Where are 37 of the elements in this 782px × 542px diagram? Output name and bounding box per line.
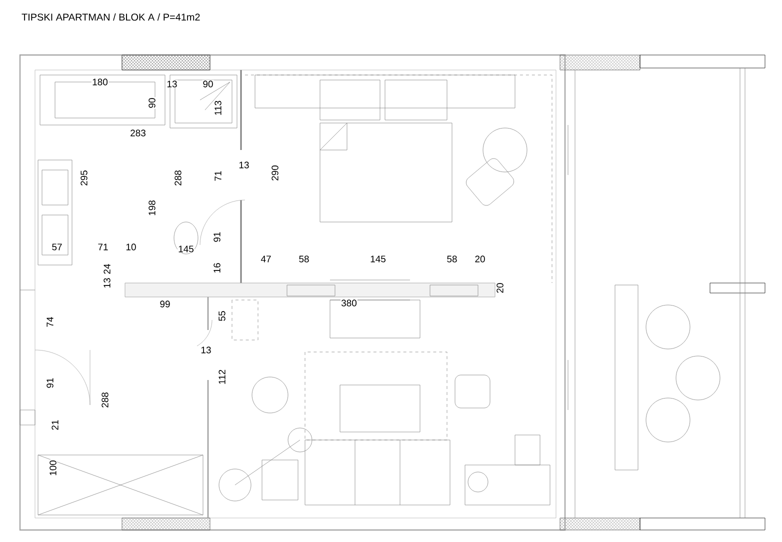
dimension-label: 90 [202, 80, 214, 88]
dimension-label: 288 [101, 392, 109, 408]
dimension-label: 13 [200, 346, 212, 354]
dimension-label: 91 [213, 231, 221, 243]
dimension-label: 71 [214, 170, 222, 182]
dimension-label: 145 [178, 245, 194, 253]
dimension-label: 16 [213, 262, 221, 274]
dimension-label: 58 [298, 255, 310, 263]
dimension-label: 20 [496, 282, 504, 294]
dimension-label: 21 [51, 419, 59, 431]
title: TIPSKI APARTMAN / BLOK A / P=41m2 [22, 13, 200, 21]
dimension-label: 90 [148, 97, 156, 109]
dimension-label: 13 [238, 161, 250, 169]
dimension-label: 10 [125, 243, 137, 251]
dimension-label: 380 [340, 299, 358, 307]
dimension-label: 20 [474, 255, 486, 263]
dimension-label: 295 [80, 170, 88, 186]
dimension-label: 283 [130, 129, 146, 137]
dimension-label: 100 [49, 460, 57, 476]
dimension-label: 113 [214, 100, 222, 116]
dimension-label: 57 [51, 243, 63, 251]
dimension-label: 58 [446, 255, 458, 263]
dimension-label: 180 [92, 78, 108, 86]
dimension-label: 13 [166, 80, 178, 88]
dimension-label: 13 [103, 277, 111, 289]
dimension-label: 145 [370, 255, 386, 263]
dimension-label: 288 [174, 170, 182, 186]
dimension-label: 112 [218, 368, 226, 386]
dimension-label: 290 [271, 164, 279, 182]
dimension-label: 55 [218, 310, 226, 322]
dimension-label: 47 [260, 255, 272, 263]
dimension-label: 74 [46, 316, 54, 328]
dimension-label: 91 [46, 377, 54, 389]
dimension-label: 99 [159, 300, 171, 308]
dimension-label: 71 [97, 243, 109, 251]
dimension-label: 24 [103, 263, 111, 275]
dimension-label: 198 [148, 200, 156, 216]
